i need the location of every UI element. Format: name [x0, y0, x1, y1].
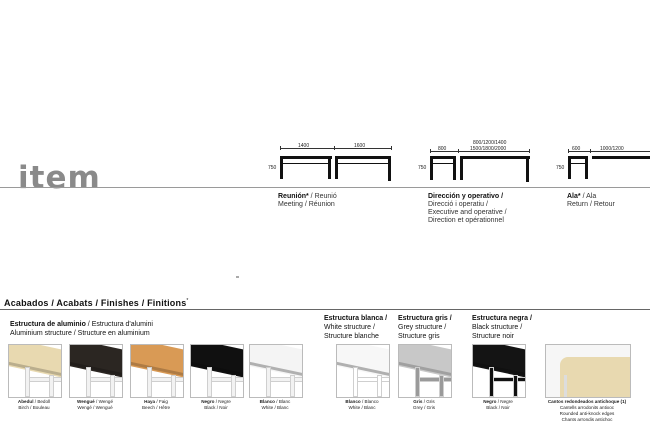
finish-swatch — [249, 344, 303, 398]
direction-height: 750 — [418, 165, 427, 171]
rounded-edge-label: Cantos redondeados antichoque (1) Cantel… — [547, 399, 627, 422]
return-diagram: 600 1000/1200 750 — [556, 143, 650, 191]
finish-swatch — [8, 344, 62, 398]
aluminium-group-label: Estructura de aluminio / Estructura d'al… — [10, 321, 153, 337]
black-group-label: Estructura negra / Black structure / Str… — [472, 315, 532, 340]
finish-swatch — [472, 344, 526, 398]
finish-swatch — [130, 344, 184, 398]
direction-dim-top-b: 1500/1800/2000 — [470, 146, 507, 152]
grey-group-label: Estructura gris / Grey structure / Struc… — [398, 315, 452, 340]
finish-swatch — [69, 344, 123, 398]
meeting-diagram: 1400 1600 750 — [268, 143, 398, 191]
finish-swatch — [190, 344, 244, 398]
decor-dot — [236, 276, 239, 278]
direction-diagram: 800/1200/1400 1500/1800/2000 800 750 — [418, 140, 533, 190]
finish-swatch — [398, 344, 452, 398]
meeting-dim-2: 1600 — [354, 143, 366, 149]
return-caption: Ala* / Ala Return / Retour — [567, 193, 615, 208]
return-dim-right: 1000/1200 — [600, 146, 624, 152]
item-logo: item — [18, 160, 101, 196]
rounded-edge-swatch — [545, 344, 631, 398]
meeting-dim-1: 1400 — [298, 143, 310, 149]
meeting-height: 750 — [268, 165, 277, 171]
direction-dim-top-a: 800/1200/1400 — [473, 140, 507, 146]
finishes-divider — [0, 309, 650, 310]
white-group-label: Estructura blanca / White structure / St… — [324, 315, 388, 340]
direction-dim-left: 800 — [438, 146, 447, 152]
return-dim-left: 600 — [572, 146, 581, 152]
header-divider — [0, 187, 650, 188]
return-height: 750 — [556, 165, 565, 171]
direction-caption: Dirección y operativo / Direcció i opera… — [428, 193, 507, 224]
finish-swatch — [336, 344, 390, 398]
finishes-title: Acabados / Acabats / Finishes / Finition… — [4, 298, 189, 308]
meeting-caption: Reunión* / Reunió Meeting / Réunion — [278, 193, 337, 208]
